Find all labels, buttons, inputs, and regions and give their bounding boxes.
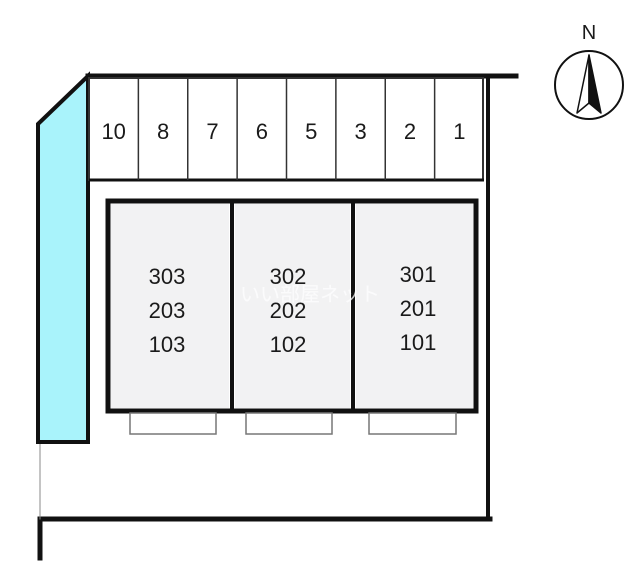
parking-dividers <box>137 78 436 180</box>
parking-slot-label: 1 <box>453 119 465 144</box>
balcony-1 <box>129 412 217 435</box>
unit-labels-building-3: 301 201 101 <box>400 262 437 355</box>
balcony-2 <box>245 412 333 435</box>
parking-slot-label: 10 <box>101 119 125 144</box>
watermark-text: いい部屋ネット <box>240 282 380 306</box>
parking-area: 10 8 7 6 5 3 2 1 <box>88 77 484 182</box>
parking-slot-label: 6 <box>256 119 268 144</box>
north-compass: N <box>554 22 624 120</box>
parking-slot-labels: 10 8 7 6 5 3 2 1 <box>101 119 465 144</box>
building-block-2 <box>235 204 350 408</box>
north-arrow-icon <box>576 54 602 114</box>
unit-label: 202 <box>270 298 307 323</box>
cyan-strip <box>36 71 90 444</box>
unit-labels-building-1: 303 203 103 <box>149 264 186 357</box>
unit-label: 103 <box>149 332 186 357</box>
unit-labels-building-2: 302 202 102 <box>270 264 307 357</box>
building-block-1 <box>111 204 229 408</box>
unit-label: 302 <box>270 264 307 289</box>
unit-label: 301 <box>400 262 437 287</box>
property-boundary <box>37 73 519 561</box>
parking-slot-label: 2 <box>404 119 416 144</box>
unit-label: 102 <box>270 332 307 357</box>
parking-slot-label: 3 <box>354 119 366 144</box>
building-block-3 <box>356 204 473 408</box>
unit-label: 101 <box>400 330 437 355</box>
balcony-3 <box>368 412 457 435</box>
parking-slot-label: 7 <box>206 119 218 144</box>
unit-label: 203 <box>149 298 186 323</box>
unit-label: 303 <box>149 264 186 289</box>
buildings: 303 203 103 302 202 102 301 201 101 いい部屋… <box>105 198 479 435</box>
parking-slot-label: 8 <box>157 119 169 144</box>
unit-label: 201 <box>400 296 437 321</box>
north-label: N <box>582 22 596 44</box>
parking-slot-label: 5 <box>305 119 317 144</box>
